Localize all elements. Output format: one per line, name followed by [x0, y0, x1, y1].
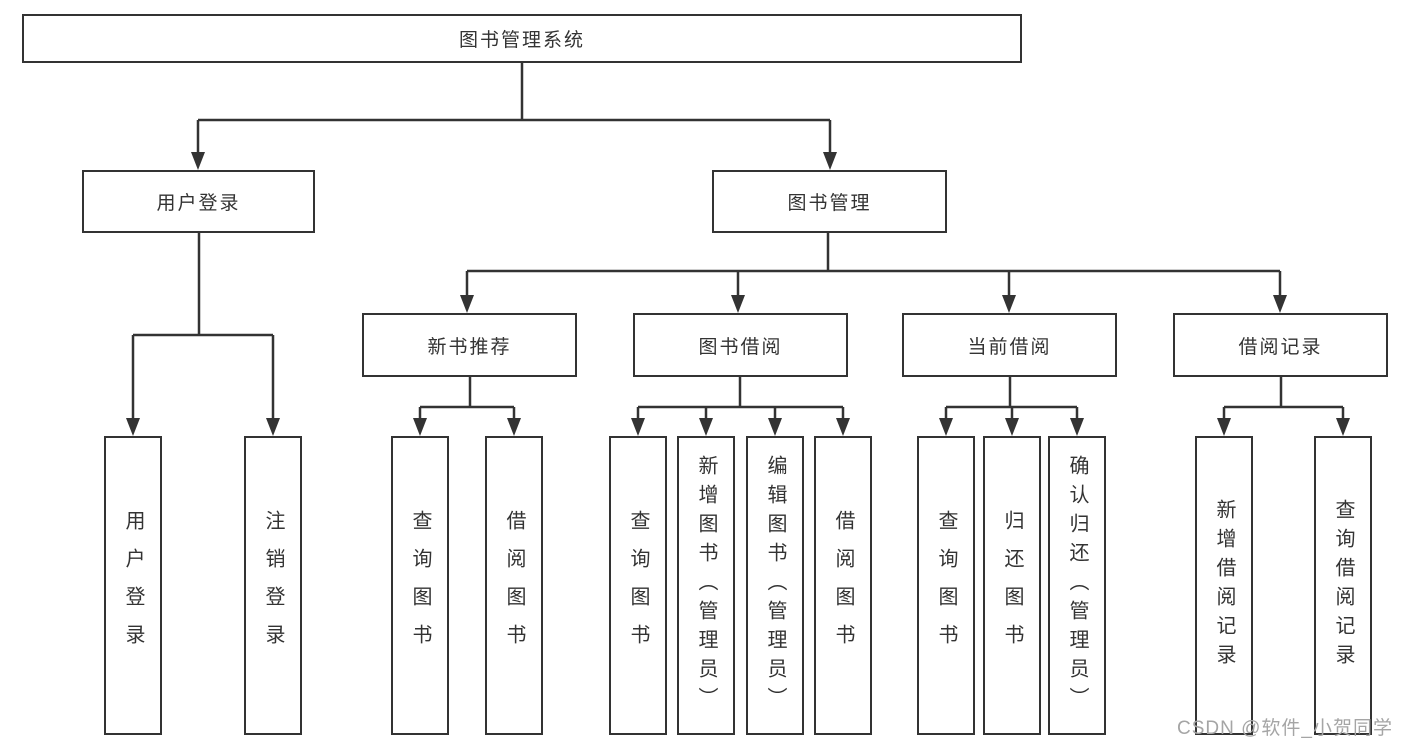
- node-label: 当前借阅: [967, 336, 1052, 358]
- node-label: 用户登录: [156, 193, 241, 214]
- leaf-label: 借阅图书: [832, 509, 854, 662]
- leaf-borrow-books: 借阅图书: [814, 436, 872, 735]
- connector-paths: [131, 63, 1345, 420]
- leaf-label: 归还图书: [1001, 509, 1023, 662]
- leaf-label: 借阅图书: [503, 509, 525, 662]
- leaf-logout: 注销登录: [244, 436, 302, 735]
- leaf-edit-books-admin: 编辑图书（管理员）: [746, 436, 804, 735]
- node-label: 图书管理系统: [458, 30, 585, 51]
- leaf-query-books: 查询图书: [917, 436, 975, 735]
- leaf-query-books: 查询图书: [609, 436, 667, 735]
- leaf-add-borrow-record: 新增借阅记录: [1195, 436, 1253, 735]
- node-book-borrowing: 图书借阅: [633, 313, 848, 377]
- node-label: 图书借阅: [698, 336, 783, 358]
- leaf-query-books: 查询图书: [391, 436, 449, 735]
- leaf-label: 确认归还（管理员）: [1066, 455, 1088, 716]
- leaf-borrow-books: 借阅图书: [485, 436, 543, 735]
- leaf-confirm-return-admin: 确认归还（管理员）: [1048, 436, 1106, 735]
- leaf-label: 查询借阅记录: [1332, 498, 1354, 673]
- leaf-label: 查询图书: [935, 509, 957, 662]
- leaf-label: 新增图书（管理员）: [695, 455, 717, 716]
- leaf-add-books-admin: 新增图书（管理员）: [677, 436, 735, 735]
- leaf-label: 注销登录: [262, 509, 284, 662]
- leaf-return-books: 归还图书: [983, 436, 1041, 735]
- node-borrowing-records: 借阅记录: [1173, 313, 1388, 377]
- leaf-label: 用户登录: [122, 509, 144, 662]
- node-current-borrowing: 当前借阅: [902, 313, 1117, 377]
- node-library-management-system: 图书管理系统: [22, 14, 1022, 63]
- leaf-label: 新增借阅记录: [1213, 498, 1235, 673]
- node-new-book-recommendation: 新书推荐: [362, 313, 577, 377]
- csdn-watermark: CSDN @软件_小贺同学: [1177, 718, 1393, 739]
- node-book-management: 图书管理: [712, 170, 947, 233]
- node-label: 借阅记录: [1238, 336, 1323, 358]
- node-label: 新书推荐: [427, 336, 512, 358]
- node-user-login: 用户登录: [82, 170, 315, 233]
- leaf-user-login: 用户登录: [104, 436, 162, 735]
- leaf-query-borrow-record: 查询借阅记录: [1314, 436, 1372, 735]
- node-label: 图书管理: [787, 193, 872, 214]
- leaf-label: 编辑图书（管理员）: [764, 455, 786, 716]
- leaf-label: 查询图书: [627, 509, 649, 662]
- leaf-label: 查询图书: [409, 509, 431, 662]
